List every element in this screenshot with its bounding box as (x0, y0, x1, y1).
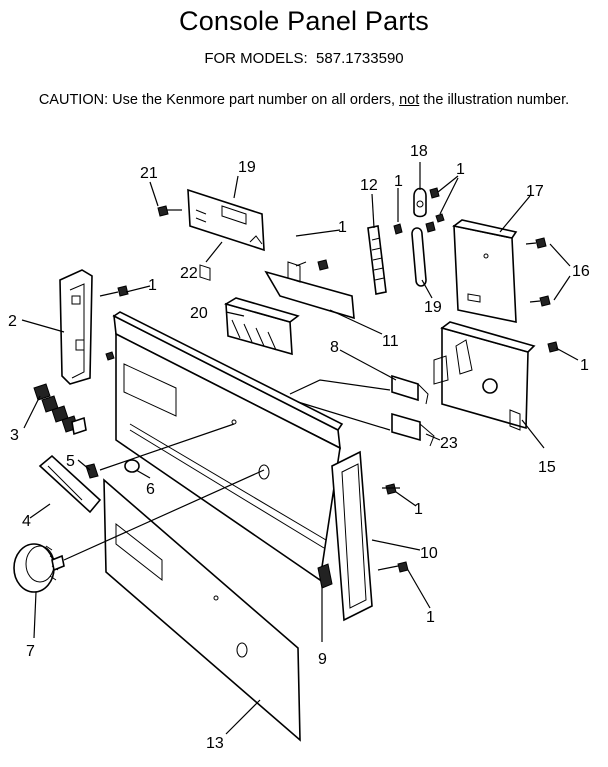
callout-3: 3 (10, 427, 19, 444)
part-5-clip (85, 463, 99, 479)
part-8-switch (391, 374, 429, 405)
callout-20: 20 (190, 305, 208, 322)
part-9-latch (317, 563, 333, 589)
callout-13: 13 (206, 735, 224, 752)
caution-note: CAUTION: Use the Kenmore part number on … (0, 92, 608, 108)
callout-17: 17 (526, 183, 544, 200)
callout-8: 8 (330, 339, 339, 356)
callout-7: 7 (26, 643, 35, 660)
screw-1-near-12 (393, 223, 403, 235)
callout-4: 4 (22, 513, 31, 530)
screws-16 (525, 237, 551, 307)
part-4-membrane (38, 454, 102, 514)
callout-2: 2 (8, 313, 17, 330)
callout-19-label: 19 (424, 299, 442, 316)
callout-22-top: 21 (140, 165, 158, 182)
caution-prefix: CAUTION: Use the Kenmore part number on … (38, 92, 400, 108)
main-console-panel (112, 311, 344, 582)
callout-18: 18 (410, 143, 428, 160)
screw-1-near-11 (317, 259, 329, 271)
caution-suffix: the illustration number. (419, 92, 570, 108)
model-number: 587.1733590 (316, 50, 404, 67)
callout-1-c: 1 (456, 161, 465, 178)
part-19-clip (411, 227, 427, 287)
callout-22-bottom: 22 (180, 265, 198, 282)
screw-22-top (157, 205, 182, 217)
callout-1-f: 1 (414, 501, 423, 518)
part-15-module (433, 321, 536, 431)
callout-12: 12 (360, 177, 378, 194)
models-label: FOR MODELS: (204, 50, 308, 67)
models-line: FOR MODELS: 587.1733590 (0, 50, 608, 67)
part-17-cover (452, 219, 518, 323)
callout-5: 5 (66, 453, 75, 470)
screws-1-near-18 (425, 187, 445, 233)
part-3-buttons (33, 383, 87, 436)
page-title: Console Panel Parts (179, 6, 429, 36)
callout-15: 15 (538, 459, 556, 476)
part-23-switch (391, 412, 435, 447)
callout-labels: 19 21 22 1 12 1 18 1 17 16 19 19 20 11 8… (8, 143, 590, 752)
part-6-button (124, 459, 140, 473)
screw-1-part-15 (547, 341, 559, 353)
callout-21: 19 (238, 159, 256, 176)
callout-16: 16 (572, 263, 590, 280)
callout-6: 6 (146, 481, 155, 498)
caution-emphasis: not (399, 92, 420, 108)
leader-lines (21, 162, 579, 735)
screws-1-right (385, 483, 409, 573)
callout-10: 10 (420, 545, 438, 562)
part-12-strip (367, 225, 387, 295)
part-2-side-bracket (59, 269, 93, 385)
callout-23: 23 (440, 435, 458, 452)
part-20-connector (223, 297, 300, 356)
callout-9: 9 (318, 651, 327, 668)
callout-1-g: 1 (426, 609, 435, 626)
part-10-end-cap (331, 450, 373, 622)
callout-1-e: 1 (148, 277, 157, 294)
callout-1-a: 1 (338, 219, 347, 236)
assembly-lines (63, 291, 400, 571)
callout-1-d: 1 (580, 357, 589, 374)
part-7-knob (13, 543, 65, 593)
part-18-clip (413, 187, 427, 218)
screws-1-part-2 (105, 285, 129, 361)
part-11-bracket (264, 261, 355, 320)
callout-11: 11 (382, 333, 399, 350)
part-21-bracket (187, 188, 265, 281)
callout-1-b: 1 (394, 173, 403, 190)
